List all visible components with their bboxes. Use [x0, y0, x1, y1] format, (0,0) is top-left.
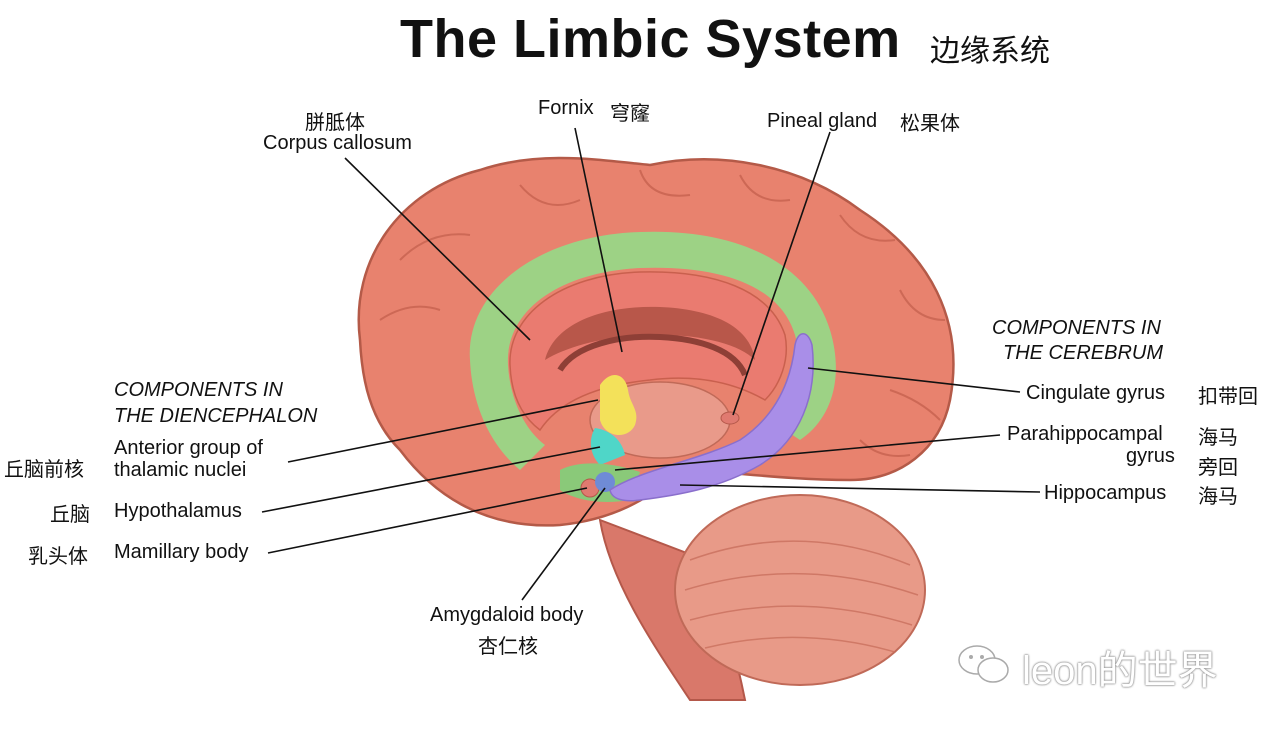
hypothalamus	[590, 428, 625, 465]
label-parahippo-zh-2: 旁回	[1198, 455, 1238, 479]
pineal-gland	[720, 411, 740, 425]
fornix-arch	[557, 333, 748, 377]
label-parahippo-2: gyrus	[1126, 445, 1175, 467]
label-anterior-2: thalamic nuclei	[114, 459, 247, 481]
leader-corpus-callosum	[344, 157, 531, 341]
corpus-callosum-region	[509, 271, 787, 432]
leader-amygdala	[521, 487, 606, 601]
leader-hippocampus	[679, 484, 1041, 493]
label-corpus-callosum-zh: 胼胝体	[305, 110, 365, 134]
leader-anterior	[287, 399, 599, 463]
cerebellum	[674, 494, 926, 686]
label-mamillary-zh: 乳头体	[28, 544, 88, 568]
label-parahippo-zh-1: 海马	[1198, 425, 1238, 449]
label-hypothalamus: Hypothalamus	[114, 500, 242, 522]
label-cingulate: Cingulate gyrus	[1026, 382, 1165, 404]
corpus-callosum	[545, 306, 755, 360]
cingulate-gyrus	[469, 231, 836, 470]
leader-hypothalamus	[261, 446, 601, 513]
cerebellum-folia	[684, 540, 919, 653]
label-mamillary: Mamillary body	[114, 541, 249, 563]
diencephalon-heading-1: COMPONENTS IN	[114, 379, 283, 401]
diagram-title: The Limbic System	[400, 9, 901, 69]
label-amygdala: Amygdaloid body	[430, 604, 584, 626]
diagram-title-zh: 边缘系统	[930, 34, 1050, 69]
label-fornix: Fornix	[538, 97, 594, 119]
cerebrum-heading-1: COMPONENTS IN	[992, 317, 1161, 339]
label-anterior-zh: 丘脑前核	[4, 457, 84, 481]
amygdala	[595, 472, 615, 492]
label-corpus-callosum: Corpus callosum	[263, 132, 412, 154]
label-hypothalamus-zh: 丘脑	[50, 502, 90, 526]
leader-parahippo	[614, 434, 1001, 471]
label-pineal: Pineal gland	[767, 110, 878, 132]
leader-cingulate	[807, 367, 1021, 393]
leader-pineal	[732, 131, 831, 416]
wechat-icon	[958, 645, 1009, 683]
watermark-text: leon的世界	[1022, 649, 1218, 693]
label-anterior-1: Anterior group of	[114, 437, 263, 459]
cortex-gyri	[379, 169, 946, 457]
leader-mamillary	[267, 487, 588, 554]
diencephalon-heading-2: THE DIENCEPHALON	[114, 405, 318, 427]
label-hippocampus: Hippocampus	[1044, 482, 1167, 504]
label-cingulate-zh: 扣带回	[1198, 384, 1258, 408]
hippocampus	[609, 333, 814, 502]
leader-fornix	[574, 127, 623, 353]
label-amygdala-zh: 杏仁核	[478, 634, 538, 658]
label-hippocampus-zh: 海马	[1198, 484, 1238, 508]
cerebrum-heading-2: THE CEREBRUM	[1003, 342, 1164, 364]
label-parahippo-1: Parahippocampal	[1007, 423, 1163, 445]
label-fornix-zh: 穹窿	[610, 101, 650, 125]
anterior-thalamic-nuclei	[600, 374, 637, 436]
label-pineal-zh: 松果体	[900, 111, 960, 135]
